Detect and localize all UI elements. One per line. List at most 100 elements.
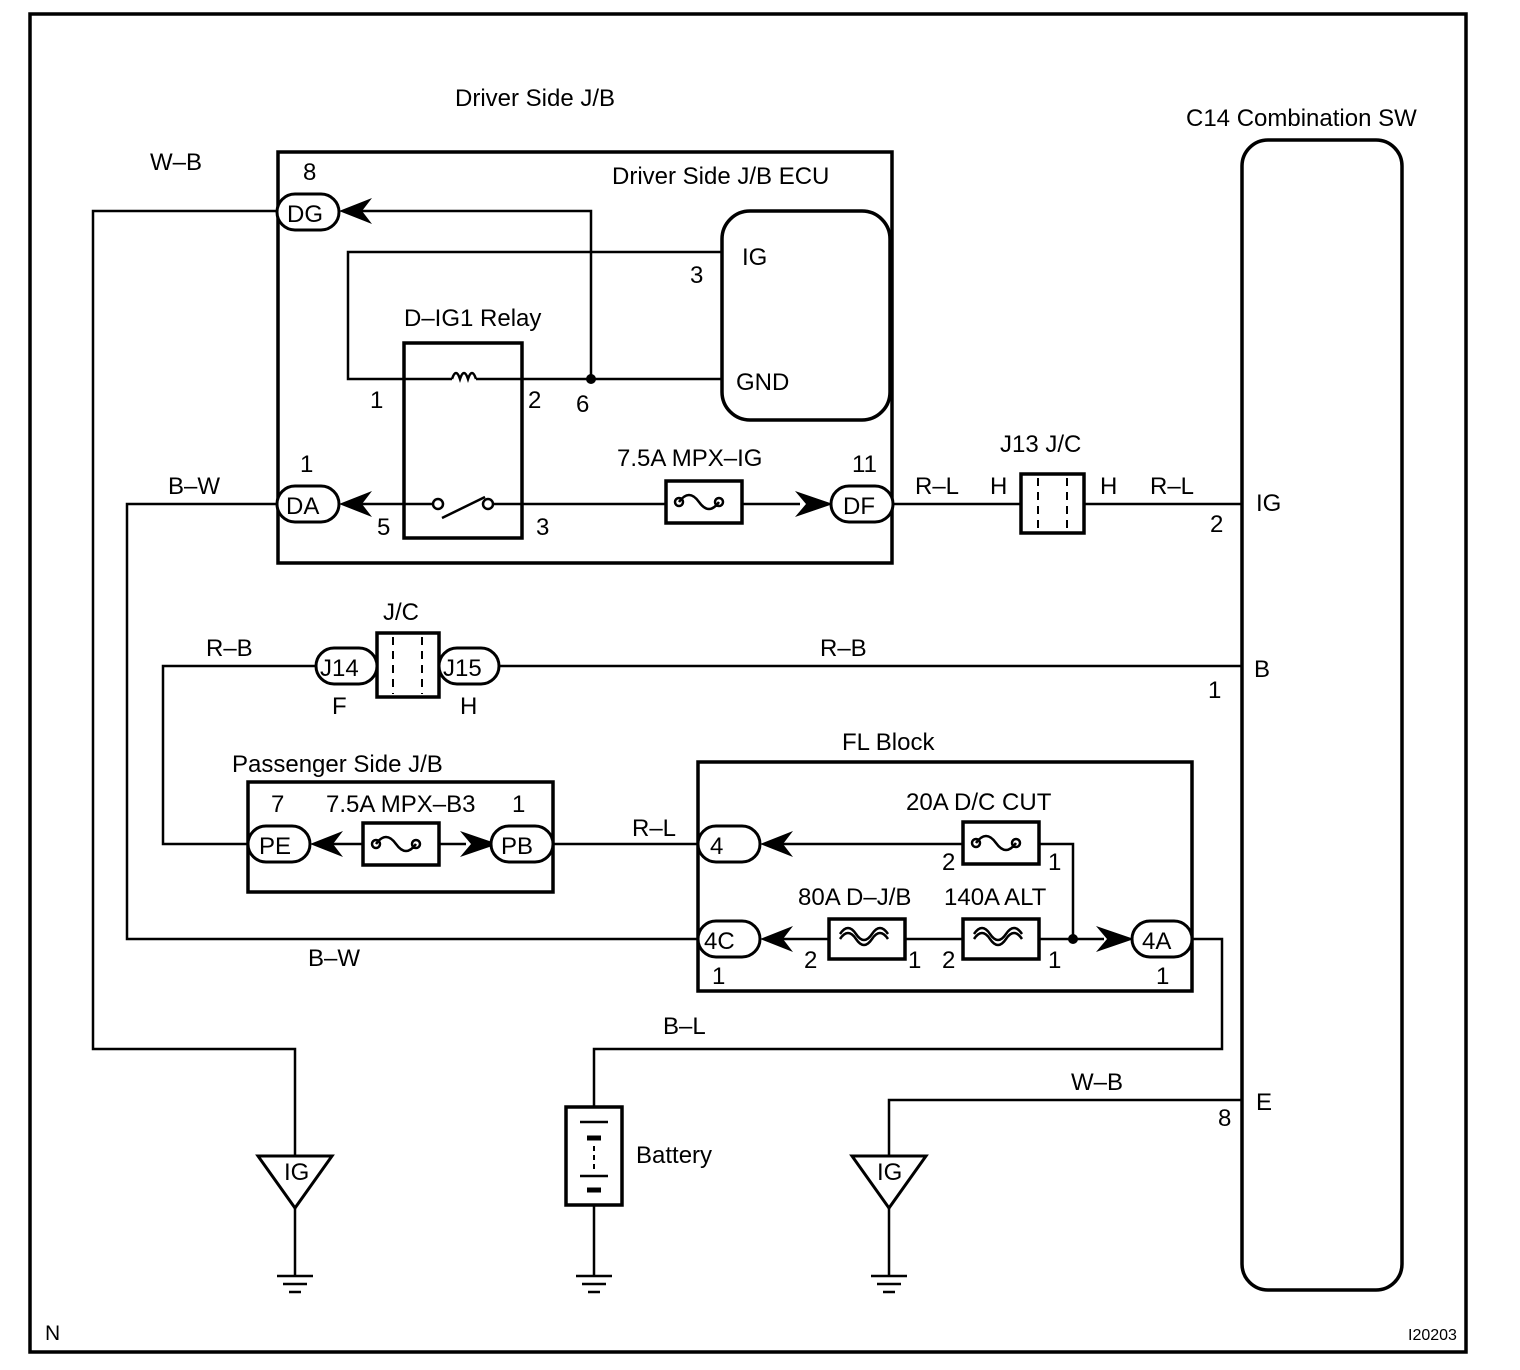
- junction-fl-block: [1068, 934, 1078, 944]
- left-ig-ground-triangle: [255, 1154, 335, 1211]
- driver-jb-ecu-box: [720, 209, 892, 422]
- ecu-ig-label: IG: [742, 244, 767, 271]
- connector-dg-label: DG: [287, 201, 323, 228]
- combination-sw-e-pin: 8: [1218, 1105, 1231, 1132]
- left-ground-icon: [277, 1274, 313, 1294]
- connector-da-arrow-icon: [339, 491, 372, 517]
- wire-r-l-left-label: R–L: [915, 473, 959, 500]
- relay-pin-5: 5: [377, 514, 390, 541]
- connector-j15-pin: H: [460, 693, 477, 720]
- connector-dg-pin: 8: [303, 159, 316, 186]
- ecu-ig-pin: 3: [690, 262, 703, 289]
- wire-ecu-ig-to-relay-coil: [346, 250, 722, 381]
- fuse-alt-element-icon: [972, 926, 1024, 947]
- connector-fl-4c-pin: 1: [712, 963, 725, 990]
- connector-fl-4-label: 4: [710, 833, 723, 860]
- wire-b-w-bottom-label: B–W: [308, 945, 360, 972]
- relay-d-ig1-box: [402, 341, 524, 540]
- combination-sw-title: C14 Combination SW: [1186, 105, 1417, 132]
- fuse-mpx-b3: [361, 821, 441, 867]
- driver-jb-box: [276, 150, 894, 565]
- relay-pin-2: 2: [528, 387, 541, 414]
- fuse-mpx-b3-element-icon: [370, 835, 422, 853]
- battery-ground-icon: [576, 1274, 612, 1294]
- jc-title: J/C: [383, 599, 419, 626]
- wire-r-l-right-label: R–L: [1150, 473, 1194, 500]
- connector-da-label: DA: [286, 493, 319, 520]
- connector-fl-4c-arrow-icon: [760, 926, 793, 952]
- connector-pb-pin: 1: [512, 791, 525, 818]
- driver-jb-title: Driver Side J/B: [455, 85, 615, 112]
- connector-pe-label: PE: [259, 833, 291, 860]
- relay-switch-contact-right: [481, 497, 495, 511]
- relay-switch-contact-left: [431, 497, 445, 511]
- connector-dg-arrow-icon: [339, 198, 372, 224]
- battery-label: Battery: [636, 1142, 712, 1169]
- relay-pin-1: 1: [370, 387, 383, 414]
- fl-block-box: [696, 760, 1194, 993]
- connector-fl-4a-arrow-icon: [1096, 926, 1134, 952]
- wire-da-to-4c: [125, 502, 698, 941]
- connector-fl-4c-label: 4C: [704, 928, 735, 955]
- fuse-dc-cut-label: 20A D/C CUT: [906, 789, 1052, 816]
- fuse-mpx-b3-label: 7.5A MPX–B3: [326, 791, 475, 818]
- wire-dg-to-node6: [362, 209, 593, 379]
- connector-da-pin: 1: [300, 451, 313, 478]
- node-6-label: 6: [576, 391, 589, 418]
- wire-b-l-label: B–L: [663, 1013, 706, 1040]
- connector-fl-4a-pin: 1: [1156, 963, 1169, 990]
- fuse-dc-cut: [961, 820, 1041, 866]
- right-ig-ground-triangle: [849, 1154, 929, 1211]
- wire-r-b-left-label: R–B: [206, 635, 253, 662]
- wire-w-b-bottom-label: W–B: [1071, 1069, 1123, 1096]
- combination-sw-ig-pin: 2: [1210, 511, 1223, 538]
- connector-df-arrow-icon: [795, 491, 833, 517]
- connector-j14-label: J14: [320, 655, 359, 682]
- fuse-alt-label: 140A ALT: [944, 884, 1047, 911]
- wire-r-l-pass-label: R–L: [632, 815, 676, 842]
- fl-block-title: FL Block: [842, 729, 935, 756]
- combination-sw-ig-label: IG: [1256, 490, 1281, 517]
- connector-pb-arrow-icon: [460, 831, 498, 857]
- fuse-alt-pin-right: 1: [1048, 947, 1061, 974]
- fuse-dc-cut-element-icon: [970, 834, 1022, 852]
- wire-sw-e-to-right-ground: [887, 1098, 1242, 1156]
- connector-j14-pin: F: [332, 693, 347, 720]
- combination-sw-box: [1240, 138, 1404, 1292]
- driver-jb-ecu-title: Driver Side J/B ECU: [612, 163, 829, 190]
- fuse-mpx-ig-element-icon: [673, 493, 725, 511]
- corner-n-label: N: [45, 1322, 60, 1345]
- connector-fl-4: [696, 824, 762, 864]
- fuse-mpx-ig: [664, 479, 744, 525]
- right-ground-icon: [871, 1274, 907, 1294]
- fuse-djb-pin-left: 2: [804, 947, 817, 974]
- connector-pe-arrow-icon: [310, 831, 343, 857]
- fuse-djb-pin-right: 1: [908, 947, 921, 974]
- jc-junction-connector: [375, 631, 441, 699]
- fuse-alt-pin-left: 2: [942, 947, 955, 974]
- connector-pb-label: PB: [501, 833, 533, 860]
- junction-node-6: [586, 374, 596, 384]
- j13-title: J13 J/C: [1000, 431, 1081, 458]
- figure-code: I20203: [1408, 1327, 1457, 1344]
- j13-right-pin: H: [1100, 473, 1117, 500]
- wire-4a-to-battery: [592, 937, 1224, 1107]
- fuse-dc-cut-pin-right: 1: [1048, 849, 1061, 876]
- fuse-djb-label: 80A D–J/B: [798, 884, 911, 911]
- left-ig-ground-label: IG: [284, 1159, 309, 1186]
- connector-fl-4a-label: 4A: [1142, 928, 1171, 955]
- fuse-dc-cut-pin-left: 2: [942, 849, 955, 876]
- connector-df-pin: 11: [852, 451, 877, 478]
- wire-r-b-mid-label: R–B: [820, 635, 867, 662]
- passenger-jb-title: Passenger Side J/B: [232, 751, 443, 778]
- wire-j14-to-pe: [161, 664, 316, 846]
- relay-pin-3: 3: [536, 514, 549, 541]
- right-ig-ground-label: IG: [877, 1159, 902, 1186]
- wire-w-b-top-label: W–B: [150, 149, 202, 176]
- connector-j15-label: J15: [443, 655, 482, 682]
- ecu-gnd-label: GND: [736, 369, 789, 396]
- relay-switch-blade: [441, 495, 486, 520]
- relay-d-ig1-title: D–IG1 Relay: [404, 305, 541, 332]
- wire-dc-cut-to-junction: [1039, 842, 1075, 939]
